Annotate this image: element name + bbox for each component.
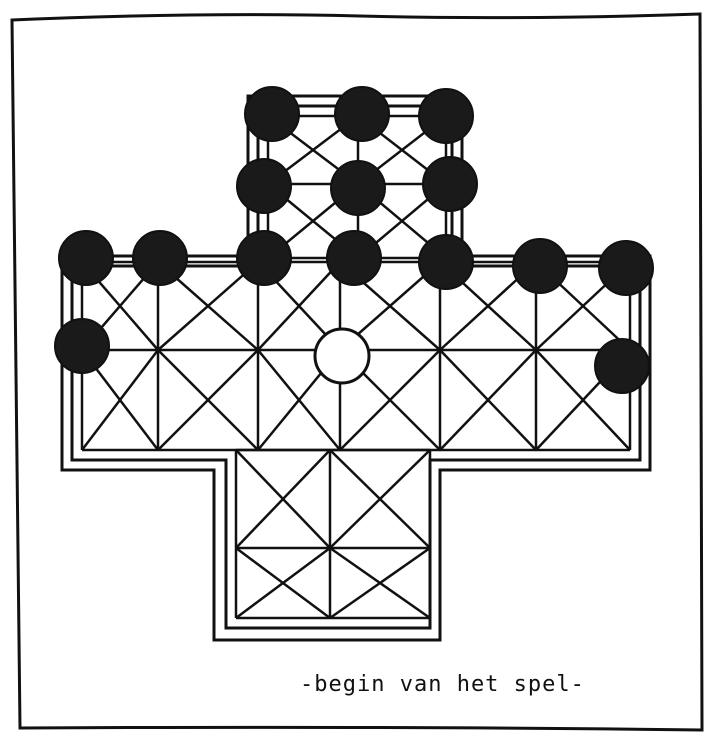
- filled-piece[interactable]: [599, 241, 653, 295]
- filled-piece[interactable]: [419, 89, 473, 143]
- filled-piece[interactable]: [59, 231, 113, 285]
- filled-piece[interactable]: [55, 319, 109, 373]
- filled-piece[interactable]: [335, 87, 389, 141]
- filled-piece[interactable]: [327, 231, 381, 285]
- caption: -begin van het spel-: [300, 672, 585, 697]
- filled-piece[interactable]: [245, 87, 299, 141]
- filled-piece[interactable]: [331, 161, 385, 215]
- filled-piece[interactable]: [423, 157, 477, 211]
- filled-piece[interactable]: [419, 235, 473, 289]
- pieces-layer: [55, 87, 653, 393]
- filled-piece[interactable]: [513, 239, 567, 293]
- filled-piece[interactable]: [237, 231, 291, 285]
- filled-piece[interactable]: [595, 339, 649, 393]
- filled-piece[interactable]: [237, 159, 291, 213]
- filled-piece[interactable]: [133, 231, 187, 285]
- empty-hole[interactable]: [315, 329, 369, 383]
